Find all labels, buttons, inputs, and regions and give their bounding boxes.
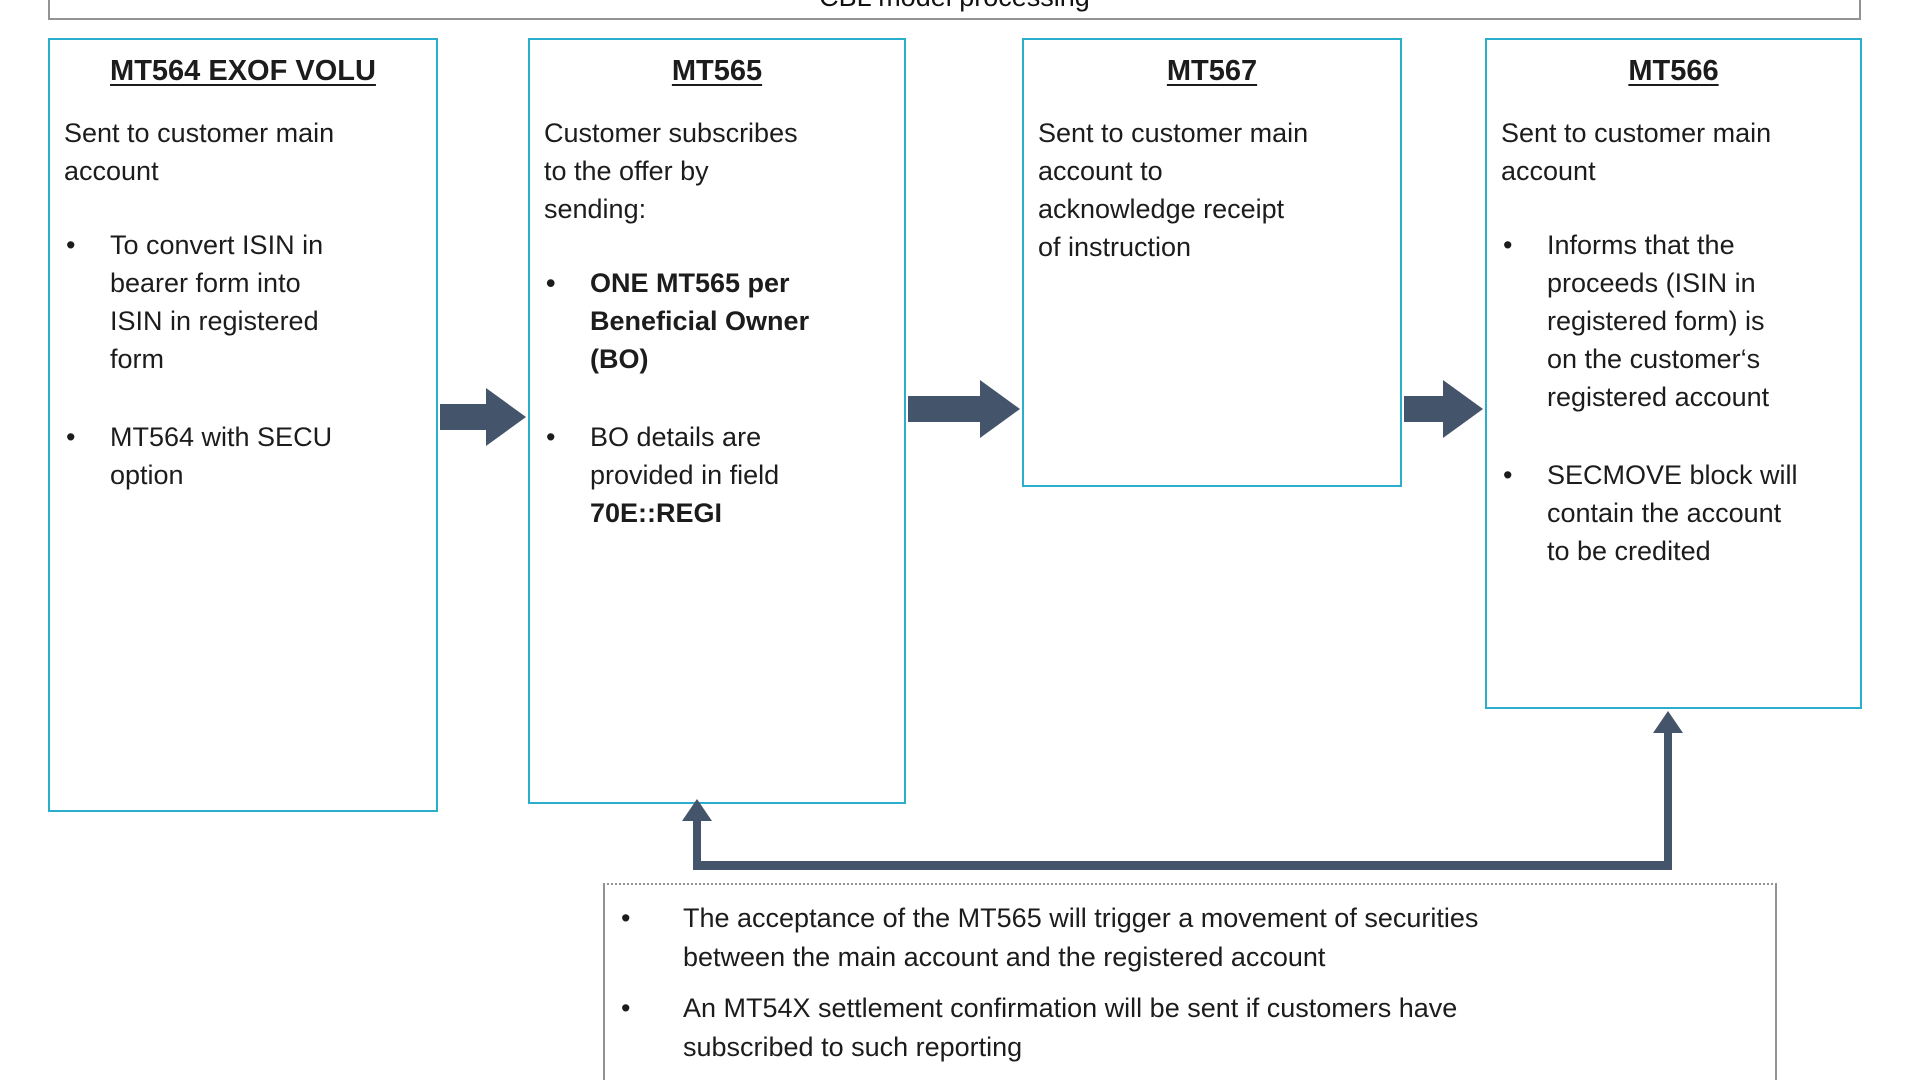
bullet-list: To convert ISIN in bearer form into ISIN… [64,226,422,494]
up-arrowhead-to-mt566-icon [1653,711,1683,733]
bullet-line: BO details are [590,422,762,452]
box-mt565: MT565 Customer subscribes to the offer b… [528,38,906,804]
bullet-line: registered account [1547,382,1770,412]
header-title: CBL model processing [819,0,1090,13]
right-arrow-icon [440,388,526,446]
box-mt566: MT566 Sent to customer main account Info… [1485,38,1862,709]
intro-line: account [1501,156,1596,186]
footnote-line: An MT54X settlement confirmation will be… [683,993,1458,1023]
up-arrowhead-to-mt565-icon [682,799,712,821]
header-box: CBL model processing [48,0,1861,20]
footnote-item: The acceptance of the MT565 will trigger… [617,899,1655,977]
bullet-line: (BO) [590,344,649,374]
bullet-line-field-70e-regi: 70E::REGI [590,498,723,528]
bullet-item: ONE MT565 per Beneficial Owner (BO) [544,264,890,378]
bullet-item: SECMOVE block will contain the account t… [1501,456,1846,570]
bullet-line: to be credited [1547,536,1711,566]
intro-line: to the offer by [544,156,709,186]
footnote-list: The acceptance of the MT565 will trigger… [617,899,1655,1067]
bullet-line: ONE MT565 per [590,268,790,298]
intro-line: sending: [544,194,647,224]
bullet-line: on the customer‘s [1547,344,1761,374]
intro-line: account [64,156,159,186]
footnote-box: The acceptance of the MT565 will trigger… [603,883,1777,1080]
bullet-line: registered form) is [1547,306,1765,336]
bullet-line: option [110,460,184,490]
bullet-item: To convert ISIN in bearer form into ISIN… [64,226,422,378]
bullet-line: proceeds (ISIN in [1547,268,1756,298]
bullet-line: Beneficial Owner [590,306,810,336]
intro-line: account to [1038,156,1163,186]
right-arrow-icon [1404,380,1483,438]
arrow-head [980,380,1020,438]
bullet-line: provided in field [590,460,780,490]
box-title: MT565 [671,55,763,87]
bullet-line: bearer form into [110,268,301,298]
bullet-list: ONE MT565 per Beneficial Owner (BO) BO d… [544,264,890,532]
bullet-item: BO details are provided in field 70E::RE… [544,418,890,532]
bullet-line: Informs that the [1547,230,1735,260]
arrow-shaft [440,404,486,430]
bullet-line: SECMOVE block will [1547,460,1798,490]
feedback-connector-horizontal [693,861,1672,870]
intro-line: Sent to customer main [1038,118,1309,148]
box-intro: Sent to customer main account [64,114,422,190]
footnote-line: The acceptance of the MT565 will trigger… [683,903,1479,933]
bullet-line: contain the account [1547,498,1782,528]
arrow-shaft [1404,396,1443,422]
box-title: MT566 [1628,55,1719,87]
intro-line: Sent to customer main [64,118,335,148]
arrow-shaft [908,396,980,422]
intro-line: of instruction [1038,232,1192,262]
right-arrow-icon [908,380,1020,438]
footnote-line: subscribed to such reporting [683,1032,1023,1062]
box-title: MT567 [1166,55,1258,87]
bullet-line: MT564 with SECU [110,422,333,452]
footnote-item: An MT54X settlement confirmation will be… [617,989,1655,1067]
bullet-line: To convert ISIN in [110,230,324,260]
box-intro: Sent to customer main account [1501,114,1846,190]
footnote-line: between the main account and the registe… [683,942,1326,972]
intro-line: Customer subscribes [544,118,798,148]
bullet-item: Informs that the proceeds (ISIN in regis… [1501,226,1846,416]
feedback-connector-right-vertical [1664,732,1672,868]
arrow-head [486,388,526,446]
box-mt567: MT567 Sent to customer main account to a… [1022,38,1402,487]
intro-line: acknowledge receipt [1038,194,1285,224]
box-intro: Customer subscribes to the offer by send… [544,114,890,228]
feedback-connector-left-vertical [693,820,701,868]
box-intro: Sent to customer main account to acknowl… [1038,114,1386,266]
box-title: MT564 EXOF VOLU [110,55,376,87]
bullet-item: MT564 with SECU option [64,418,422,494]
intro-line: Sent to customer main [1501,118,1772,148]
bullet-line: ISIN in registered [110,306,319,336]
arrow-head [1443,380,1483,438]
bullet-line: form [110,344,164,374]
box-mt564-exof-volu: MT564 EXOF VOLU Sent to customer main ac… [48,38,438,812]
bullet-list: Informs that the proceeds (ISIN in regis… [1501,226,1846,570]
